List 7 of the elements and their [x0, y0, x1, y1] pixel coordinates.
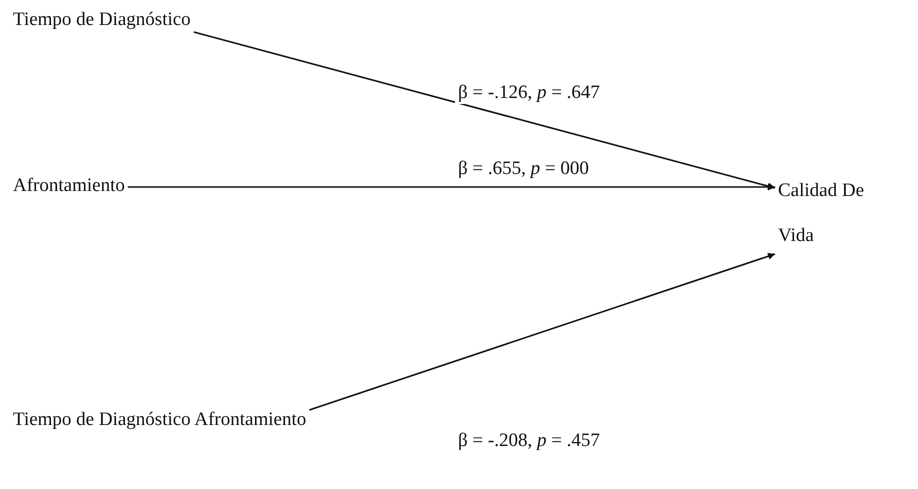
node-label: Tiempo de Diagnóstico Afrontamiento: [13, 408, 306, 432]
arrow: [309, 252, 776, 411]
node-label: Tiempo de Diagnóstico: [13, 8, 191, 32]
arrow: [128, 184, 775, 190]
arrow: [193, 31, 776, 190]
node-label: Afrontamiento: [13, 174, 125, 198]
node-label: Calidad De Vida: [778, 179, 866, 248]
